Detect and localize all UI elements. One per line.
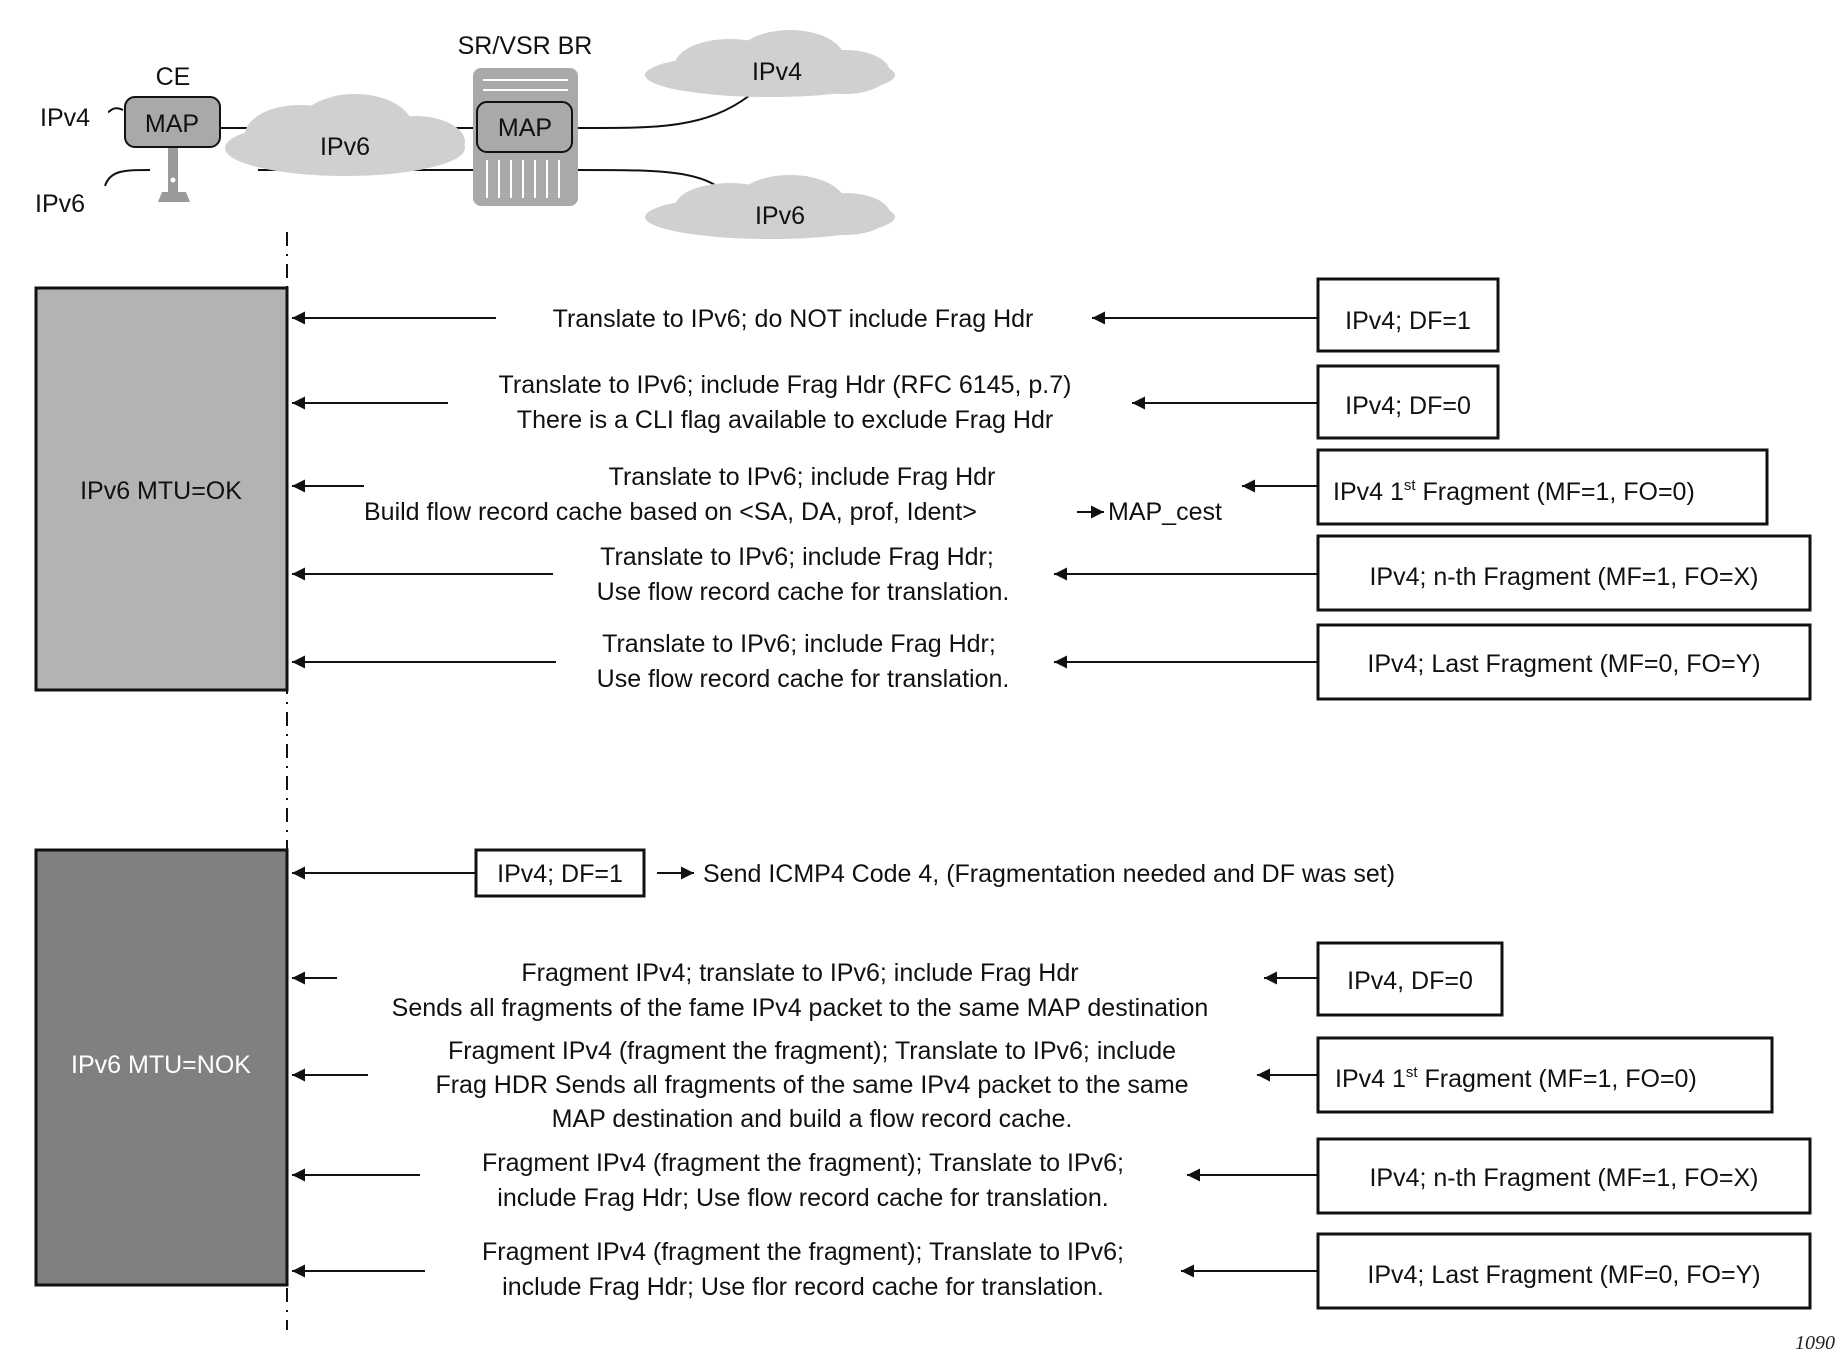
ok-row-5-text-2: Use flow record cache for translation. [597,665,1010,693]
cloud-ipv6-middle [225,94,465,176]
nok-row-2-packet: IPv4 1st Fragment (MF=1, FO=0) [1335,1064,1697,1093]
nok-row-1-text-2: Sends all fragments of the fame IPv4 pac… [392,994,1209,1022]
nok-row-2-packet-box [1316,1036,1774,1114]
section-mtu-ok: IPv6 MTU=OK Translate to IPv6; do NOT in… [34,277,1812,701]
nok-row-1: Fragment IPv4; translate to IPv6; includ… [292,941,1504,1022]
ok-row-4-text-2: Use flow record cache for translation. [597,578,1010,606]
nok-row-3-text-2: include Frag Hdr; Use flow record cache … [497,1184,1108,1212]
ok-row-2: Translate to IPv6; include Frag Hdr (RFC… [292,364,1500,440]
ok-row-5-text-1: Translate to IPv6; include Frag Hdr; [602,630,996,658]
nok-row-3-packet-box [1316,1137,1812,1215]
ce-ipv4-link [107,107,124,113]
br-device [473,68,578,206]
br-map-box [476,101,573,153]
mtu-ok-box [34,286,289,692]
ce-stand [168,142,178,194]
ok-row-3-text-2: Build flow record cache based on <SA, DA… [364,498,977,526]
ce-ipv6-link [104,169,151,187]
ok-row-4: Translate to IPv6; include Frag Hdr; Use… [292,534,1812,612]
ce-label: CE [156,63,191,91]
cloud-bottom-right-label: IPv6 [755,202,805,230]
ok-row-4-packet: IPv4; n-th Fragment (MF=1, FO=X) [1369,563,1758,591]
nok-row-3: Fragment IPv4 (fragment the fragment); T… [292,1137,1812,1215]
nok-row-4-packet-box [1316,1232,1812,1310]
ok-row-4-packet-box [1316,534,1812,612]
ok-row-1-packet: IPv4; DF=1 [1345,307,1471,335]
ok-row-1: Translate to IPv6; do NOT include Frag H… [292,277,1500,353]
nok-row-4: Fragment IPv4 (fragment the fragment); T… [292,1232,1812,1310]
ok-row-1-text: Translate to IPv6; do NOT include Frag H… [553,305,1034,333]
network-topology: CE MAP IPv4 IPv6 IPv6 SR/VSR BR MAP IPv4… [35,30,895,239]
nok-row-3-packet: IPv4; n-th Fragment (MF=1, FO=X) [1369,1164,1758,1192]
cloud-ipv4-top-right [645,30,895,97]
br-map-label: MAP [498,114,552,142]
nok-row-2: Fragment IPv4 (fragment the fragment); T… [292,1036,1774,1133]
br-ipv6-link [576,169,716,186]
nok-row-4-packet: IPv4; Last Fragment (MF=0, FO=Y) [1367,1261,1760,1289]
nok-row-1-text-1: Fragment IPv4; translate to IPv6; includ… [521,959,1078,987]
section-mtu-nok: IPv6 MTU=NOK IPv4; DF=1 Send ICMP4 Code … [34,848,1812,1310]
ce-device [124,96,221,202]
br-label: SR/VSR BR [458,32,593,60]
nok-icmp-text: Send ICMP4 Code 4, (Fragmentation needed… [703,860,1395,888]
cloud-top-right-label: IPv4 [752,58,802,86]
nok-icmp-packet-box [474,848,646,898]
ok-row-5: Translate to IPv6; include Frag Hdr; Use… [292,623,1812,701]
br-ipv4-link [576,94,751,130]
nok-row-4-text-1: Fragment IPv4 (fragment the fragment); T… [482,1238,1124,1266]
nok-row-1-packet-box [1316,941,1504,1017]
nok-row-4-text-2: include Frag Hdr; Use flor record cache … [502,1273,1104,1301]
ok-row-4-text-1: Translate to IPv6; include Frag Hdr; [600,543,994,571]
ok-row-3-packet: IPv4 1st Fragment (MF=1, FO=0) [1333,477,1695,506]
nok-row-2-text-2: Frag HDR Sends all fragments of the same… [435,1071,1188,1099]
nok-icmp-packet: IPv4; DF=1 [497,860,623,888]
cloud-middle-label: IPv6 [320,133,370,161]
ok-row-2-packet-box [1316,364,1500,440]
ce-indicator [170,177,176,183]
ok-row-1-packet-box [1316,277,1500,353]
ok-row-2-text-2: There is a CLI flag available to exclude… [517,406,1053,434]
ce-map-label: MAP [145,110,199,138]
ok-row-2-packet: IPv4; DF=0 [1345,392,1471,420]
figure-number: 1090 [1795,1332,1835,1354]
ok-row-3-text-1: Translate to IPv6; include Frag Hdr [609,463,996,491]
ce-ipv6-label: IPv6 [35,190,85,218]
ok-row-2-text-1: Translate to IPv6; include Frag Hdr (RFC… [499,371,1072,399]
mtu-nok-label: IPv6 MTU=NOK [71,1051,251,1079]
mtu-ok-label: IPv6 MTU=OK [80,477,242,505]
nok-row-2-text-1: Fragment IPv4 (fragment the fragment); T… [448,1037,1176,1065]
ce-base [158,192,190,202]
nok-row-3-text-1: Fragment IPv4 (fragment the fragment); T… [482,1149,1124,1177]
nok-row-1-packet: IPv4, DF=0 [1347,967,1473,995]
nok-row-2-text-3: MAP destination and build a flow record … [552,1105,1073,1133]
ok-row-3: Translate to IPv6; include Frag Hdr Buil… [292,448,1769,526]
cloud-ipv6-bottom-right [645,175,895,239]
ce-ipv4-label: IPv4 [40,104,90,132]
mtu-nok-box [34,848,289,1287]
ok-row-3-cest: MAP_cest [1108,498,1222,526]
nok-icmp-row: IPv4; DF=1 Send ICMP4 Code 4, (Fragmenta… [292,848,1395,898]
ok-row-3-packet-box [1316,448,1769,526]
ce-map-box [124,96,221,148]
ok-row-5-packet: IPv4; Last Fragment (MF=0, FO=Y) [1367,650,1760,678]
ok-row-5-packet-box [1316,623,1812,701]
